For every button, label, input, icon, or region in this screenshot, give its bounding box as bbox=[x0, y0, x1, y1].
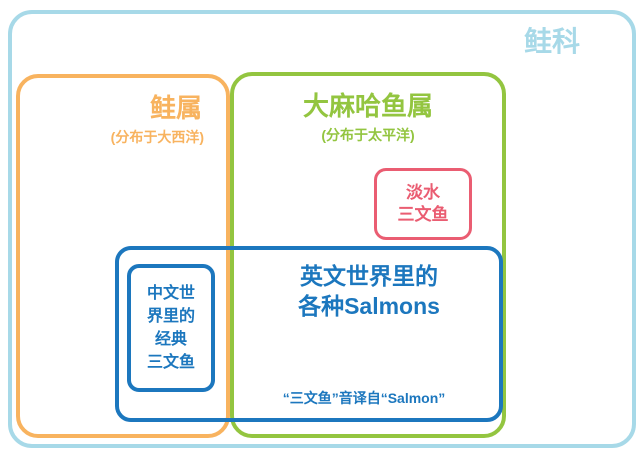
english-salmons-title-line: 英文世界里的 bbox=[300, 263, 438, 289]
classic-chinese-salmon-label: 中文世 界里的 经典 三文鱼 bbox=[147, 282, 195, 375]
salmo-genus-box: 鲑属 (分布于大西洋) bbox=[16, 74, 230, 438]
english-salmons-title: 英文世界里的 各种Salmons bbox=[247, 262, 491, 322]
salmo-genus-subtitle: (分布于大西洋) bbox=[110, 129, 204, 145]
freshwater-salmon-box: 淡水 三文鱼 bbox=[374, 168, 472, 240]
oncorhynchus-genus-box: 大麻哈鱼属 (分布于太平洋) bbox=[230, 72, 506, 438]
classic-label-line: 界里的 bbox=[146, 307, 195, 325]
classic-label-line: 经典 bbox=[154, 331, 187, 348]
salmonidae-family-box: 鲑科 bbox=[8, 10, 636, 448]
english-salmons-box: 英文世界里的 各种Salmons “三文鱼”音译自“Salmon” bbox=[115, 246, 503, 422]
salmo-genus-label: 鲑属 bbox=[149, 93, 202, 123]
oncorhynchus-genus-label: 大麻哈鱼属 bbox=[302, 91, 433, 121]
oncorhynchus-genus-subtitle: (分布于太平洋) bbox=[321, 127, 415, 143]
classic-label-line: 中文世 bbox=[146, 284, 195, 302]
classic-chinese-salmon-box: 中文世 界里的 经典 三文鱼 bbox=[127, 264, 215, 392]
freshwater-salmon-label: 淡水 三文鱼 bbox=[398, 182, 449, 226]
freshwater-label-line: 淡水 bbox=[406, 182, 440, 202]
salmonidae-family-label: 鲑科 bbox=[523, 26, 580, 57]
english-salmons-title-line: 各种Salmons bbox=[298, 292, 440, 319]
freshwater-label-line: 三文鱼 bbox=[397, 205, 449, 224]
transliteration-note: “三文鱼”音译自“Salmon” bbox=[282, 390, 446, 406]
classic-label-line: 三文鱼 bbox=[146, 354, 195, 372]
